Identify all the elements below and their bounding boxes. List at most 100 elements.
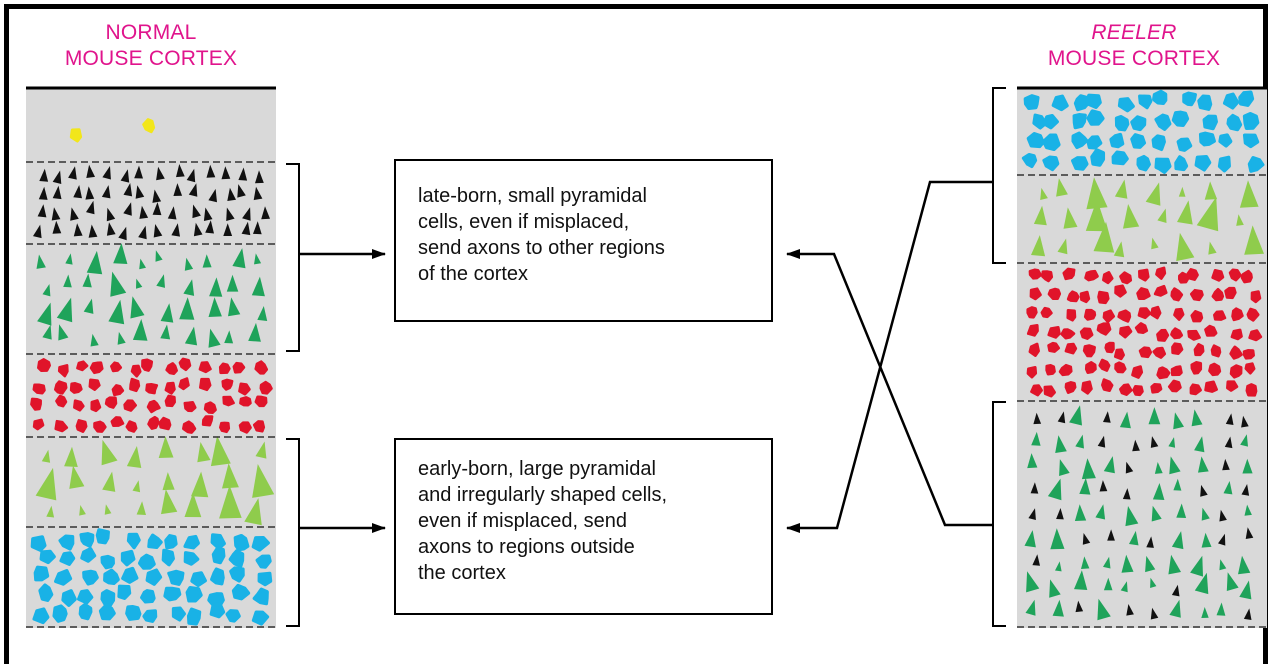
pyramidal-cell — [1190, 555, 1203, 577]
large-pyramidal-cell — [1239, 180, 1259, 208]
small-pyramidal-cell — [152, 189, 162, 203]
small-pyramidal-cell — [85, 186, 95, 200]
reeler-layer-red-cells — [1026, 266, 1263, 398]
pyramidal-cell — [156, 274, 165, 288]
normal-title-line2: MOUSE CORTEX — [64, 47, 238, 70]
pyramidal-cell — [1047, 478, 1062, 501]
irregular-cell — [1134, 322, 1149, 334]
irregular-cell — [1084, 361, 1097, 374]
irregular-large-cell — [117, 584, 132, 600]
large-pyramidal-cell — [1113, 241, 1125, 258]
pyramidal-cell — [1219, 559, 1227, 571]
small-pyramidal-cell — [1243, 608, 1252, 620]
irregular-cell — [1030, 384, 1043, 397]
large-pyramidal-cell — [64, 446, 78, 467]
pyramidal-cell — [179, 297, 195, 320]
irregular-cell — [1178, 271, 1189, 284]
pyramidal-cell — [1150, 577, 1157, 588]
irregular-large-cell — [82, 569, 99, 586]
large-pyramidal-cell — [158, 436, 174, 458]
pyramidal-cell — [1151, 505, 1162, 522]
irregular-cell — [1028, 342, 1040, 357]
irregular-large-cell — [210, 567, 225, 586]
irregular-large-cell — [255, 554, 272, 569]
large-pyramidal-cell — [1145, 182, 1161, 206]
irregular-cell — [239, 396, 252, 407]
yellow-cell — [142, 118, 156, 134]
large-pyramidal-cell — [184, 492, 202, 518]
large-pyramidal-cell — [126, 446, 142, 468]
irregular-cell — [130, 364, 142, 378]
normal-cortex-title: NORMAL MOUSE CORTEX — [26, 20, 276, 72]
small-pyramidal-cell — [167, 206, 177, 220]
normal-upper-bracket — [286, 163, 300, 352]
large-pyramidal-cell — [1033, 205, 1047, 226]
irregular-cell — [1170, 327, 1184, 340]
irregular-cell — [30, 397, 42, 411]
small-pyramidal-cell — [223, 223, 233, 236]
irregular-cell — [1208, 362, 1222, 377]
pyramidal-cell — [1198, 456, 1209, 473]
irregular-cell — [1136, 287, 1151, 300]
pyramidal-cell — [130, 296, 145, 319]
large-pyramidal-cell — [1157, 208, 1167, 223]
small-pyramidal-cell — [1099, 480, 1108, 492]
irregular-large-cell — [257, 571, 273, 587]
irregular-cell — [1084, 269, 1099, 282]
reeler-cortex-column — [1017, 86, 1267, 628]
late-box-line-2: cells, even if misplaced, — [418, 211, 630, 233]
pyramidal-cell — [232, 248, 246, 269]
irregular-cell — [32, 383, 46, 395]
arrow-reeler-lower — [786, 249, 993, 527]
irregular-large-cell — [1198, 131, 1216, 147]
pyramidal-cell — [1171, 531, 1184, 550]
pyramidal-cell — [226, 274, 239, 292]
irregular-large-cell — [59, 551, 76, 566]
irregular-large-cell — [1085, 93, 1102, 109]
irregular-large-cell — [1042, 113, 1059, 130]
pyramidal-cell — [1050, 528, 1065, 550]
irregular-large-cell — [210, 533, 226, 550]
irregular-cell — [1101, 378, 1114, 392]
irregular-cell — [183, 401, 197, 413]
pyramidal-cell — [1148, 407, 1161, 425]
irregular-cell — [32, 418, 45, 431]
pyramidal-cell — [63, 274, 72, 288]
irregular-cell — [238, 382, 251, 396]
irregular-cell — [1213, 310, 1227, 321]
irregular-cell — [1242, 349, 1255, 360]
reeler-layer-mixed-cells — [1024, 405, 1254, 621]
irregular-large-cell — [77, 589, 94, 605]
irregular-large-cell — [61, 589, 77, 607]
irregular-cell — [1119, 271, 1133, 285]
small-pyramidal-cell — [123, 183, 133, 197]
small-pyramidal-cell — [70, 207, 79, 221]
reeler-title-line1: REELER — [1091, 21, 1177, 44]
small-pyramidal-cell — [73, 185, 82, 199]
pyramidal-cell — [86, 250, 103, 275]
pyramidal-cell — [1059, 459, 1070, 476]
irregular-cell — [1226, 380, 1239, 392]
irregular-cell — [1230, 328, 1243, 341]
irregular-cell — [1189, 383, 1202, 396]
irregular-large-cell — [1154, 157, 1172, 174]
irregular-large-cell — [1136, 154, 1151, 172]
irregular-cell — [1026, 306, 1038, 319]
irregular-large-cell — [78, 602, 93, 621]
small-pyramidal-cell — [253, 186, 263, 201]
early-box-line-1: early-born, large pyramidal — [418, 458, 656, 480]
yellow-cell — [69, 128, 83, 143]
pyramidal-cell — [1103, 556, 1111, 569]
irregular-large-cell — [1218, 133, 1233, 148]
irregular-cell — [1186, 268, 1199, 281]
large-pyramidal-cell — [1204, 181, 1218, 200]
small-pyramidal-cell — [208, 188, 217, 203]
pyramidal-cell — [1027, 453, 1038, 469]
irregular-large-cell — [190, 571, 207, 588]
irregular-large-cell — [163, 586, 182, 602]
late-box-line-4: of the cortex — [418, 263, 529, 285]
irregular-cell — [1047, 326, 1061, 339]
pyramidal-cell — [1125, 506, 1139, 527]
small-pyramidal-cell — [221, 166, 231, 180]
irregular-cell — [75, 419, 88, 433]
